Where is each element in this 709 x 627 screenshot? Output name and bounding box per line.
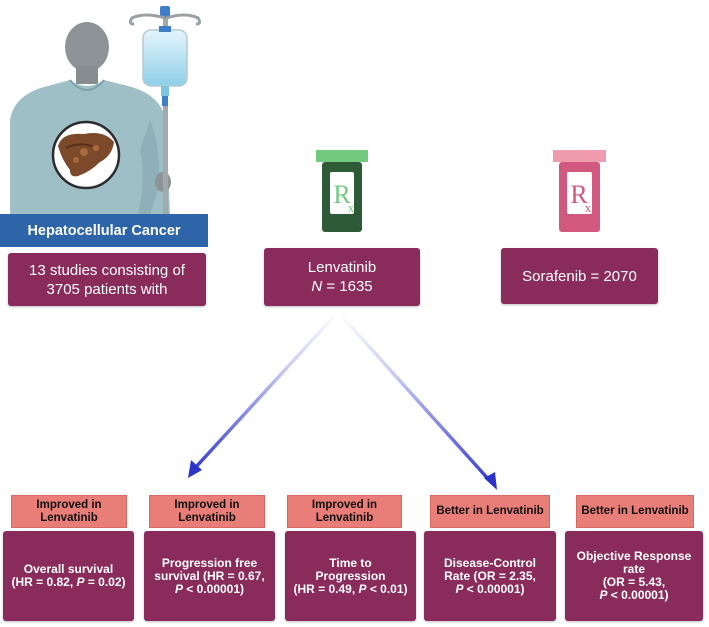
hepatocellular-cancer-banner: Hepatocellular Cancer bbox=[0, 214, 208, 247]
svg-text:R: R bbox=[333, 180, 351, 209]
arrow-to-disease-control bbox=[336, 310, 497, 490]
arrow-to-progression-free bbox=[188, 310, 340, 478]
studies-line2: 3705 patients with bbox=[46, 280, 168, 298]
sorafenib-rx-bottle-icon: R x bbox=[553, 150, 606, 232]
outcome-box-time-to-progression: Time to Progression (HR = 0.49, P < 0.01… bbox=[285, 531, 416, 621]
lenvatinib-rx-bottle-icon: R x bbox=[316, 150, 368, 232]
outcome-box-progression-free: Progression free survival (HR = 0.67, P … bbox=[144, 531, 275, 621]
outcome-box-overall-survival: Overall survival (HR = 0.82, P = 0.02) bbox=[3, 531, 134, 621]
outcome-badge-3: Improved in Lenvatinib bbox=[287, 495, 402, 528]
liver-icon bbox=[51, 120, 121, 190]
patient-head bbox=[65, 22, 109, 72]
svg-text:x: x bbox=[585, 200, 592, 215]
sorafenib-box: Sorafenib = 2070 bbox=[501, 248, 658, 304]
lenvatinib-name: Lenvatinib bbox=[307, 259, 377, 276]
studies-box: 13 studies consisting of 3705 patients w… bbox=[8, 253, 206, 306]
outcome-box-objective-response: Objective Response rate (OR = 5.43, P < … bbox=[565, 531, 703, 621]
outcome-badge-1: Improved in Lenvatinib bbox=[11, 495, 127, 528]
outcome-badge-5: Better in Lenvatinib bbox=[576, 495, 694, 528]
svg-text:R: R bbox=[570, 180, 588, 209]
outcome-badge-2: Improved in Lenvatinib bbox=[149, 495, 265, 528]
studies-line1: 13 studies consisting of bbox=[29, 261, 185, 279]
lenvatinib-n: N = 1635 bbox=[311, 278, 373, 295]
sorafenib-label: Sorafenib = 2070 bbox=[522, 267, 637, 285]
iv-stand-icon bbox=[128, 6, 202, 214]
svg-text:x: x bbox=[348, 200, 355, 215]
lenvatinib-box: Lenvatinib N = 1635 bbox=[264, 248, 420, 306]
outcome-badge-4: Better in Lenvatinib bbox=[430, 495, 550, 528]
outcome-box-disease-control: Disease-Control Rate (OR = 2.35, P < 0.0… bbox=[424, 531, 556, 621]
